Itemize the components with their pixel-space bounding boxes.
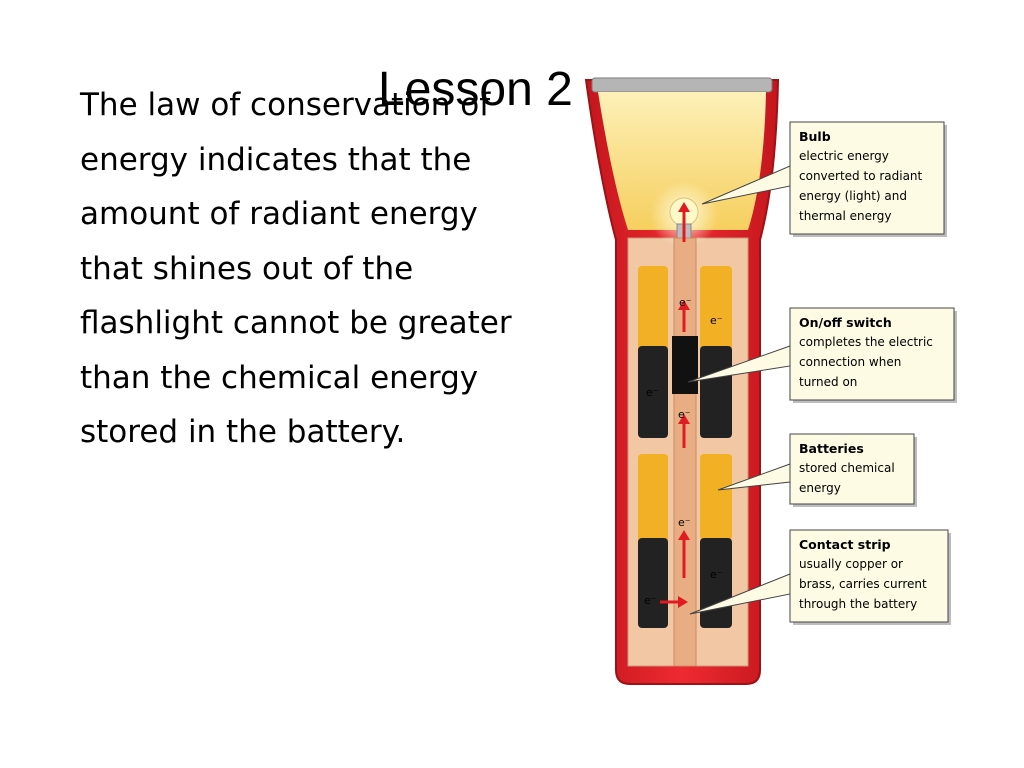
callout-batteries: Batteries stored chemical energy bbox=[717, 433, 917, 507]
slide-body-text: The law of conservation of energy indica… bbox=[80, 87, 512, 450]
battery-right-top bbox=[700, 266, 732, 438]
callout-bulb-line: energy (light) and bbox=[799, 189, 907, 203]
callout-switch: On/off switch completes the electric con… bbox=[687, 307, 957, 403]
electron-label: e⁻ bbox=[646, 386, 659, 399]
battery-left-top bbox=[638, 266, 668, 438]
callout-batteries-line: energy bbox=[799, 481, 841, 495]
electron-label: e⁻ bbox=[678, 516, 691, 529]
callout-batteries-line: stored chemical bbox=[799, 461, 895, 475]
callout-bulb-line: thermal energy bbox=[799, 209, 891, 223]
electron-label: e⁻ bbox=[644, 594, 657, 607]
lens-rim bbox=[591, 77, 773, 93]
electron-label: e⁻ bbox=[678, 408, 691, 421]
electron-label: e⁻ bbox=[710, 568, 723, 581]
callout-bulb: Bulb electric energy converted to radian… bbox=[701, 121, 947, 237]
callout-switch-line: completes the electric bbox=[799, 335, 933, 349]
on-off-switch bbox=[672, 336, 698, 394]
callout-bulb-line: converted to radiant bbox=[799, 169, 923, 183]
flashlight-diagram: e⁻ e⁻ e⁻ e⁻ e⁻ e⁻ e⁻ Bulb electric energ… bbox=[584, 77, 957, 685]
callout-switch-title: On/off switch bbox=[799, 315, 892, 330]
callout-contact-strip-line: brass, carries current bbox=[799, 577, 927, 591]
callout-contact-strip: Contact strip usually copper or brass, c… bbox=[689, 529, 951, 625]
current-arrows bbox=[660, 202, 690, 608]
callout-contact-strip-line: usually copper or bbox=[799, 557, 903, 571]
callout-switch-line: connection when bbox=[799, 355, 901, 369]
electron-label: e⁻ bbox=[679, 296, 692, 309]
electron-label: e⁻ bbox=[710, 314, 723, 327]
slide-title: Lesson 2 bbox=[378, 63, 573, 116]
callout-bulb-line: electric energy bbox=[799, 149, 889, 163]
battery-left-bottom bbox=[638, 454, 668, 628]
callout-switch-line: turned on bbox=[799, 375, 857, 389]
callout-contact-strip-line: through the battery bbox=[799, 597, 917, 611]
callout-contact-strip-title: Contact strip bbox=[799, 537, 891, 552]
callout-bulb-title: Bulb bbox=[799, 129, 831, 144]
callout-batteries-title: Batteries bbox=[799, 441, 864, 456]
